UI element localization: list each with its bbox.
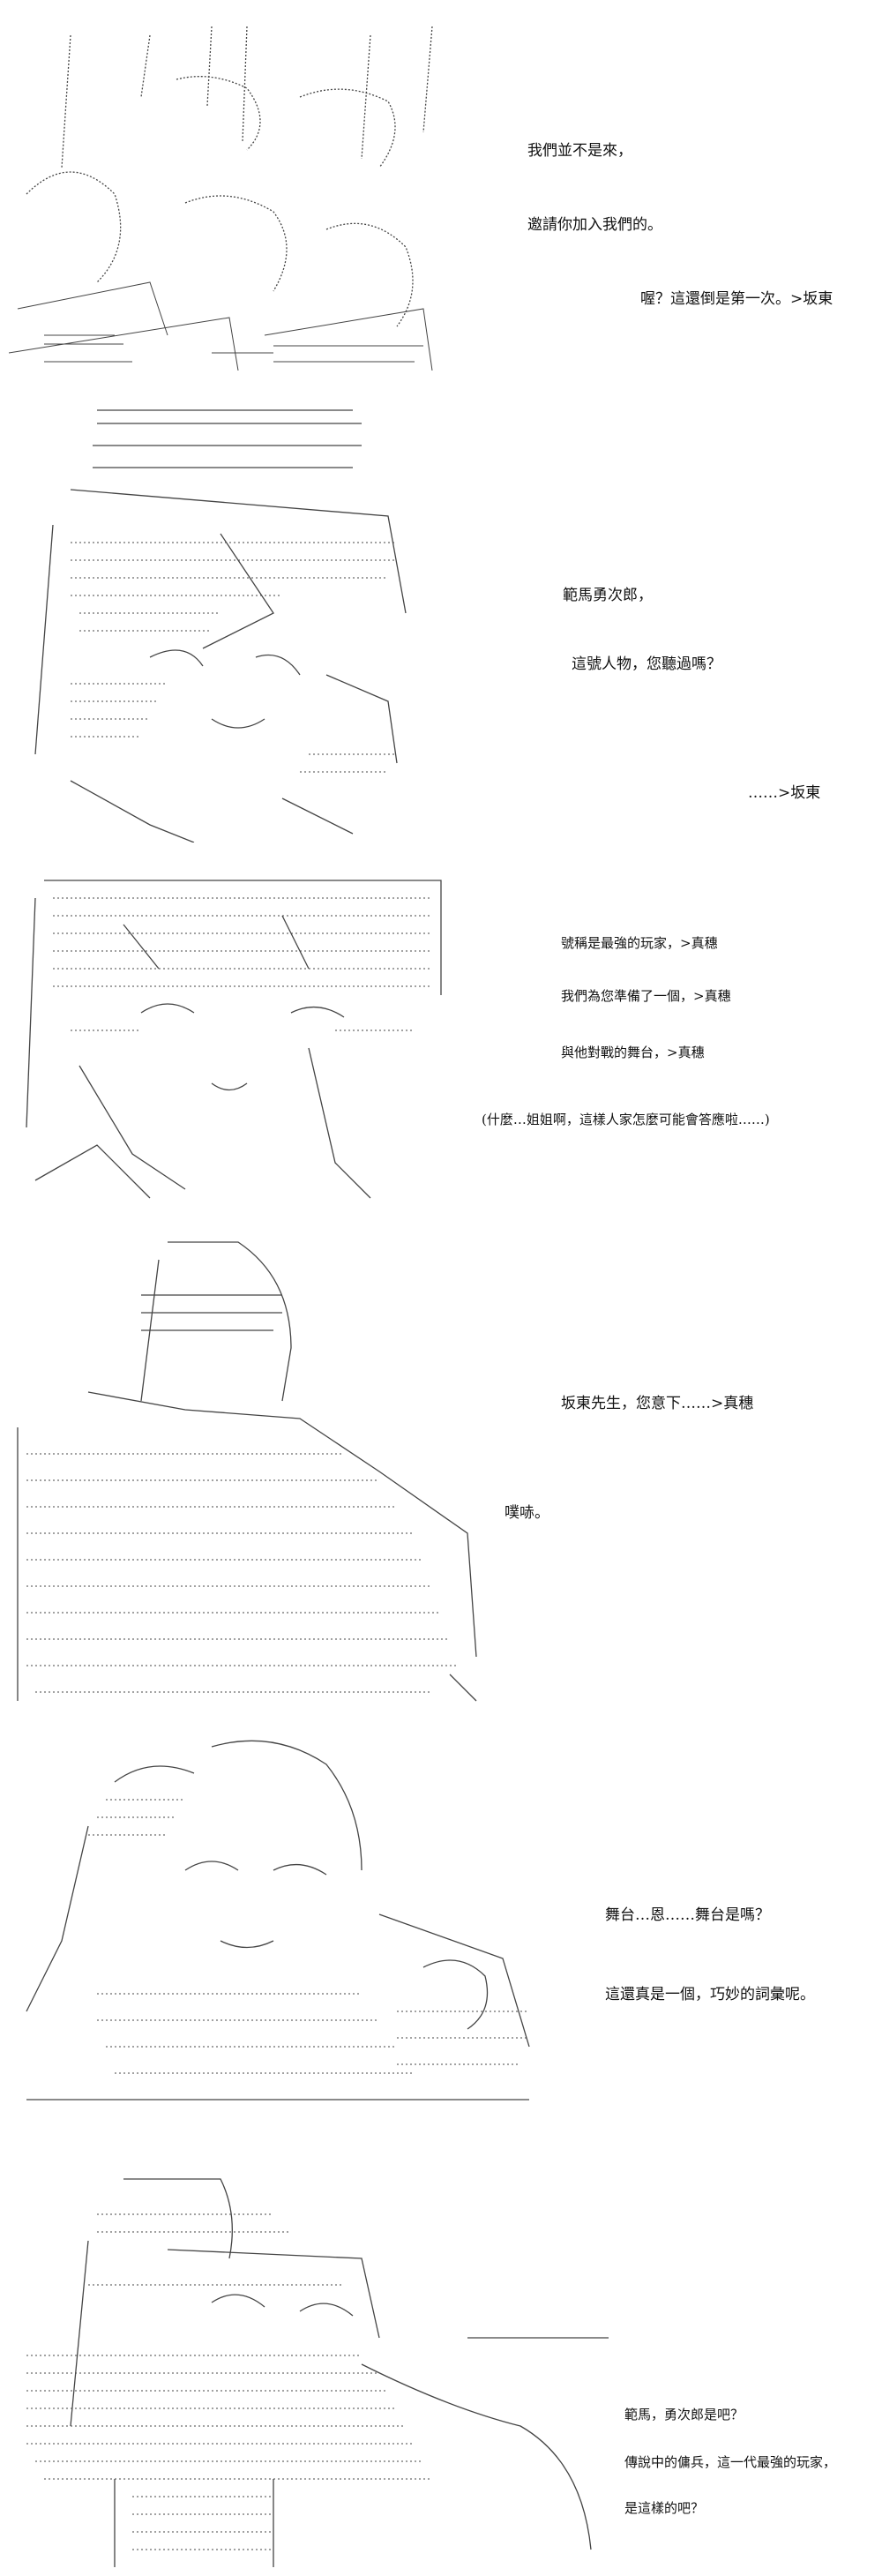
dialogue-line: 這號人物，您聽過嗎？ <box>572 655 721 673</box>
dialogue-line: 與他對戰的舞台，>真穗 <box>561 1045 705 1060</box>
panel-5: 舞台…恩……舞台是嗎？ 這還真是一個，巧妙的詞彙呢。 <box>0 1729 882 2161</box>
dialogue-line: 是這樣的吧？ <box>624 2500 705 2516</box>
dialogue-line: 噗哧。 <box>505 1504 549 1522</box>
dialogue-line: ……>坂東 <box>748 784 821 802</box>
panel-4: 坂東先生，您意下……>真穗 噗哧。 <box>0 1207 882 1729</box>
panel-1: 我們並不是來， 邀請你加入我們的。 喔？這還倒是第一次。>坂東 <box>0 0 882 371</box>
dialogue-line: 舞台…恩……舞台是嗎？ <box>605 1906 770 1924</box>
ascii-art-character-group <box>9 18 459 371</box>
ascii-art-character-smiling <box>9 1729 538 2153</box>
panel-3: 號稱是最強的玩家，>真穗 我們為您準備了一個，>真穗 與他對戰的舞台，>真穗 (… <box>0 854 882 1207</box>
dialogue-line: 這還真是一個，巧妙的詞彙呢。 <box>605 1986 815 2003</box>
dialogue-line: 範馬勇次郎， <box>563 587 653 604</box>
dialogue-line: 喔？這還倒是第一次。>坂東 <box>640 290 833 308</box>
ascii-art-character-face <box>18 384 459 842</box>
dialogue-line: 傳說中的傭兵，這一代最強的玩家， <box>624 2454 837 2470</box>
dialogue-line: 範馬，勇次郎是吧？ <box>624 2407 744 2422</box>
dialogue-line: 我們並不是來， <box>527 142 632 160</box>
dialogue-line: 邀請你加入我們的。 <box>527 216 662 234</box>
dialogue-line: (什麼…姐姐啊，這樣人家怎麼可能會答應啦……) <box>482 1112 770 1127</box>
dialogue-line: 我們為您準備了一個，>真穗 <box>561 988 731 1004</box>
dialogue-line: 坂東先生，您意下……>真穗 <box>561 1395 754 1412</box>
panel-6: 範馬，勇次郎是吧？ 傳說中的傭兵，這一代最強的玩家， 是這樣的吧？ <box>0 2161 882 2576</box>
ascii-art-character-portrait <box>18 863 459 1207</box>
panel-2: 範馬勇次郎， 這號人物，您聽過嗎？ ……>坂東 <box>0 371 882 854</box>
ascii-art-character-bowing <box>9 1224 485 1719</box>
ascii-art-character-holding-paper <box>9 2161 609 2567</box>
dialogue-line: 號稱是最強的玩家，>真穗 <box>561 935 718 951</box>
